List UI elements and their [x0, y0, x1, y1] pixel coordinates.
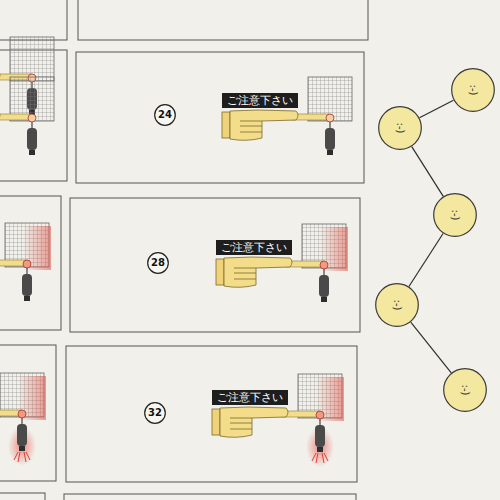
warning-tag: ご注意下さい — [222, 93, 298, 108]
warning-text: ご注意下さい — [227, 95, 293, 106]
chain-connector — [420, 100, 454, 118]
warning-illustration — [0, 373, 46, 466]
callout-number: 24 — [158, 110, 172, 120]
chain-connector — [411, 322, 452, 373]
panel — [78, 0, 368, 40]
smiley-circle: :-) — [433, 193, 477, 237]
heat-rays — [312, 453, 328, 463]
warning-tag: ご注意下さい — [216, 240, 292, 255]
bulb-symbol — [315, 419, 325, 452]
panel — [76, 52, 364, 183]
bulb-symbol — [17, 418, 27, 451]
smiley-text: :-) — [450, 210, 460, 221]
smiley-text: :-) — [460, 385, 470, 396]
bulb-symbol — [325, 122, 335, 155]
warning-illustration — [216, 224, 348, 302]
panel — [64, 494, 356, 500]
bulb-symbol — [319, 269, 329, 302]
heat-glow — [320, 227, 348, 271]
pointer-rod — [0, 114, 32, 120]
heat-glow — [23, 226, 51, 270]
smiley-circle: :-) — [375, 283, 419, 327]
heat-rays — [14, 452, 30, 462]
chain-connector — [409, 233, 443, 286]
warning-tag: ご注意下さい — [212, 390, 288, 405]
panel — [70, 198, 360, 332]
smiley-text: :-) — [468, 85, 478, 96]
panel — [66, 346, 357, 482]
callout-number: 28 — [151, 258, 165, 268]
heat-glow — [18, 376, 46, 420]
smiley-circle: :-) — [378, 106, 422, 150]
warning-illustration — [0, 223, 51, 301]
warning-text: ご注意下さい — [217, 392, 283, 403]
panel — [0, 0, 67, 40]
smiley-text: :-) — [395, 123, 405, 134]
smiley-text: :-) — [392, 300, 402, 311]
pointing-hand — [212, 407, 288, 437]
warning-illustration — [222, 77, 352, 155]
callout-number: 32 — [144, 402, 166, 424]
pointing-hand — [216, 257, 292, 287]
bulb-symbol — [22, 268, 32, 301]
panel — [0, 493, 45, 500]
contact-point — [23, 260, 31, 268]
warning-text: ご注意下さい — [221, 242, 287, 253]
heat-glow — [316, 377, 344, 421]
contact-point — [316, 411, 324, 419]
smiley-circle: :-) — [451, 68, 495, 112]
callout-number: 28 — [147, 252, 169, 274]
contact-point — [18, 410, 26, 418]
callout-number: 24 — [154, 104, 176, 126]
contact-point — [28, 114, 36, 122]
contact-point — [320, 261, 328, 269]
pointing-hand — [222, 110, 298, 140]
callout-number: 32 — [148, 408, 162, 418]
chain-connector — [412, 147, 443, 197]
smiley-circle: :-) — [443, 368, 487, 412]
bulb-symbol — [27, 122, 37, 155]
contact-point — [326, 114, 334, 122]
warning-illustration — [212, 374, 344, 467]
warning-illustration — [0, 77, 54, 155]
